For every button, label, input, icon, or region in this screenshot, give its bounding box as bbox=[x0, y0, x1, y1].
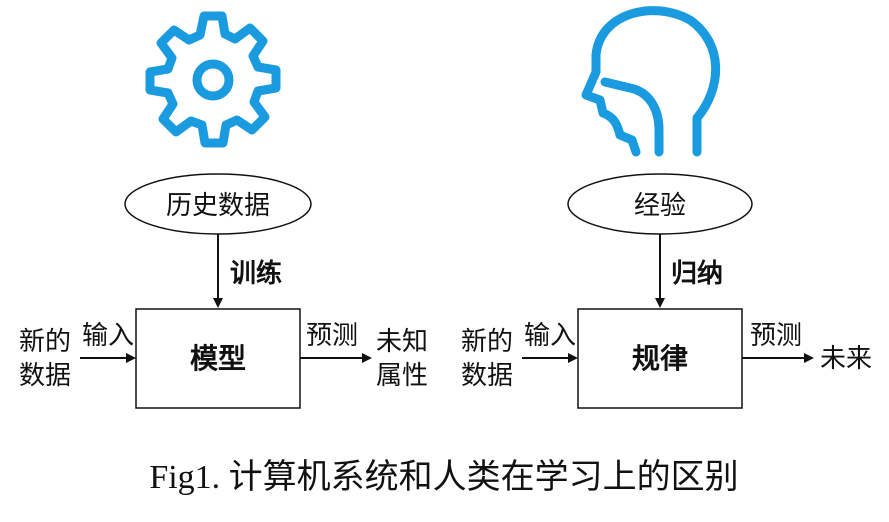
input-label-left: 输入 bbox=[82, 321, 134, 351]
model-label: 模型 bbox=[190, 342, 246, 375]
process-label-left: 训练 bbox=[230, 258, 282, 289]
human-head-icon bbox=[581, 6, 721, 157]
input-data-left-line1: 新的 bbox=[19, 327, 71, 357]
output-data-right: 未来 bbox=[820, 344, 872, 374]
output-data-left-line2: 属性 bbox=[376, 361, 428, 391]
gear-icon bbox=[145, 11, 281, 148]
input-data-right-line1: 新的 bbox=[461, 327, 513, 357]
model-box bbox=[135, 308, 301, 409]
source-label-right: 经验 bbox=[634, 191, 686, 221]
input-data-right-line2: 数据 bbox=[461, 361, 513, 391]
output-label-left: 预测 bbox=[306, 321, 358, 351]
rule-label: 规律 bbox=[632, 342, 688, 375]
source-oval-right: 经验 bbox=[567, 173, 753, 235]
figure-caption: Fig1. 计算机系统和人类在学习上的区别 bbox=[149, 458, 738, 496]
process-label-right: 归纳 bbox=[671, 258, 723, 289]
input-label-right: 输入 bbox=[524, 321, 576, 351]
input-data-left-line2: 数据 bbox=[19, 361, 71, 391]
output-label-right: 预测 bbox=[750, 321, 802, 351]
rule-box bbox=[577, 308, 743, 409]
source-oval-left: 历史数据 bbox=[124, 173, 312, 235]
source-label-left: 历史数据 bbox=[166, 191, 270, 221]
output-data-left-line1: 未知 bbox=[376, 327, 428, 357]
